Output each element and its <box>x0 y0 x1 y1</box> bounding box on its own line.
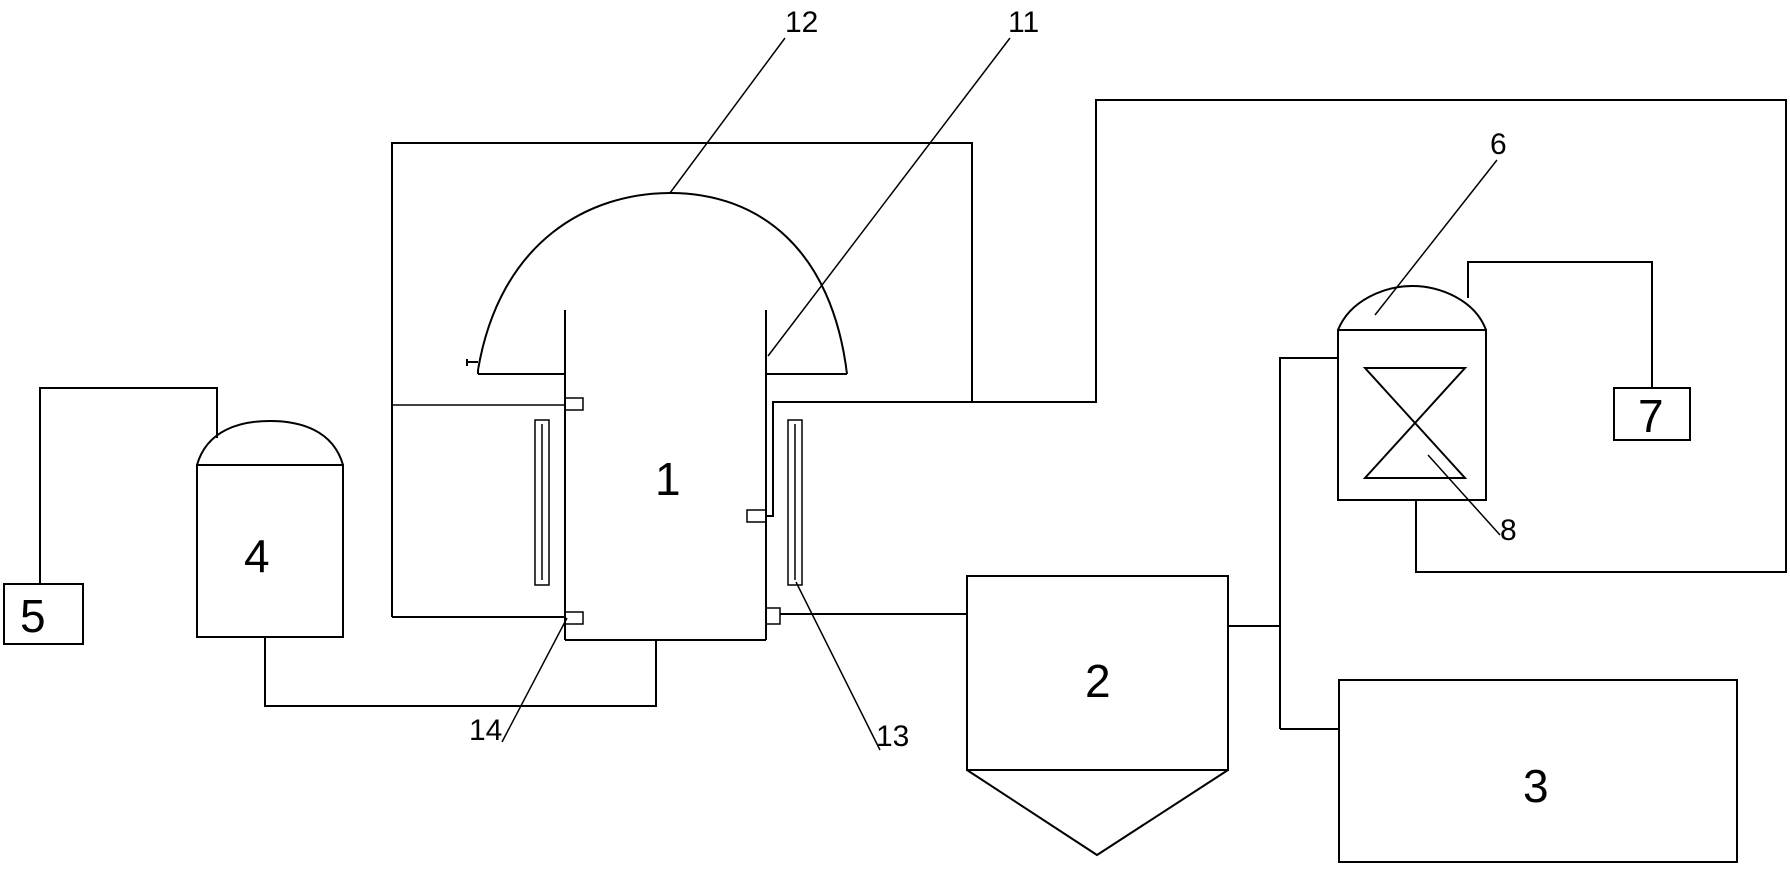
label-reactor-1: 1 <box>655 453 681 505</box>
sight-glass-13 <box>787 419 803 586</box>
tank-3: 3 <box>1338 679 1738 863</box>
pipe-5-to-4 <box>39 387 218 584</box>
pipe-4-to-1 <box>264 637 657 707</box>
unit-5: 5 <box>3 583 84 645</box>
leader-lines <box>501 37 1501 751</box>
label-unit-7: 7 <box>1638 390 1664 442</box>
reactor-vessel-1: 1 <box>564 310 767 641</box>
label-12: 12 <box>785 6 818 39</box>
dome-cover-12 <box>466 191 848 375</box>
separator-2: 2 <box>966 575 1229 857</box>
label-14: 14 <box>469 714 502 747</box>
unit-7: 7 <box>1613 387 1691 442</box>
pipe-to-6 <box>1279 357 1338 729</box>
sight-glass-left <box>534 419 550 586</box>
vessel-nozzles <box>564 397 781 625</box>
label-13: 13 <box>876 720 909 753</box>
vessel-6 <box>1337 284 1487 501</box>
label-6: 6 <box>1490 128 1507 161</box>
pipe-6-to-7 <box>1467 261 1653 388</box>
label-8: 8 <box>1500 514 1517 547</box>
label-unit-5: 5 <box>20 590 46 642</box>
label-tank-4: 4 <box>244 530 270 582</box>
pipe-vessel-to-loop <box>766 99 1787 573</box>
tank-4: 4 <box>196 419 344 638</box>
label-separator-2: 2 <box>1085 655 1111 707</box>
internal-8 <box>1362 367 1468 479</box>
label-tank-3: 3 <box>1523 760 1549 812</box>
outer-frame <box>391 142 973 618</box>
label-11: 11 <box>1008 6 1039 39</box>
